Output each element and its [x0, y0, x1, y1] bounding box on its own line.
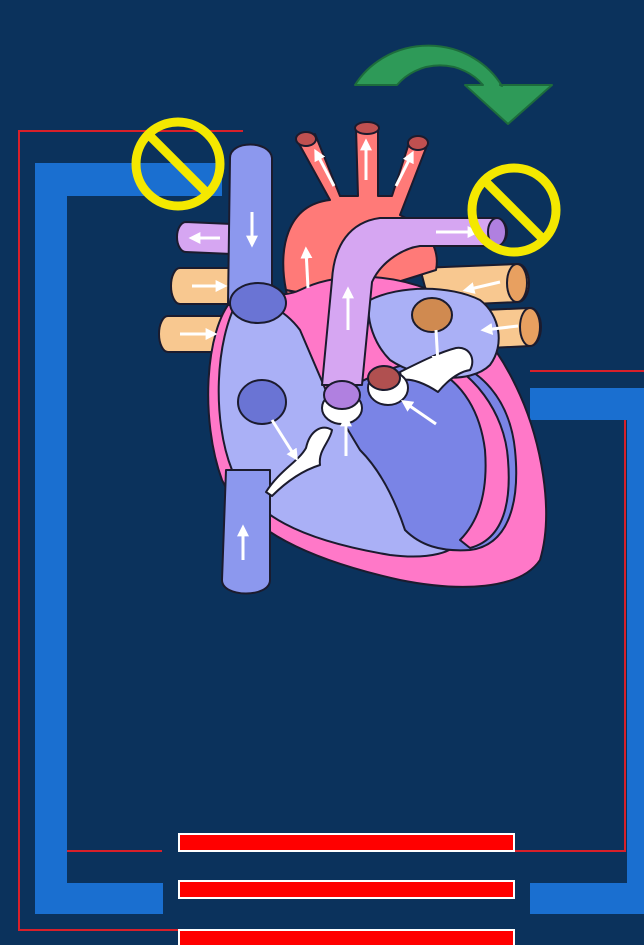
right-blue-vessel [530, 388, 644, 914]
red-bars [179, 834, 514, 945]
left-atrium-inlet [412, 298, 452, 332]
red-bar-upper [179, 834, 514, 851]
flow-arrow [436, 330, 438, 364]
red-bar-middle [179, 881, 514, 898]
flow-arrow [306, 250, 308, 288]
red-bar-lower [179, 930, 514, 945]
prohibited-icon [472, 168, 556, 252]
curved-arrow-clockwise-icon [355, 46, 552, 124]
